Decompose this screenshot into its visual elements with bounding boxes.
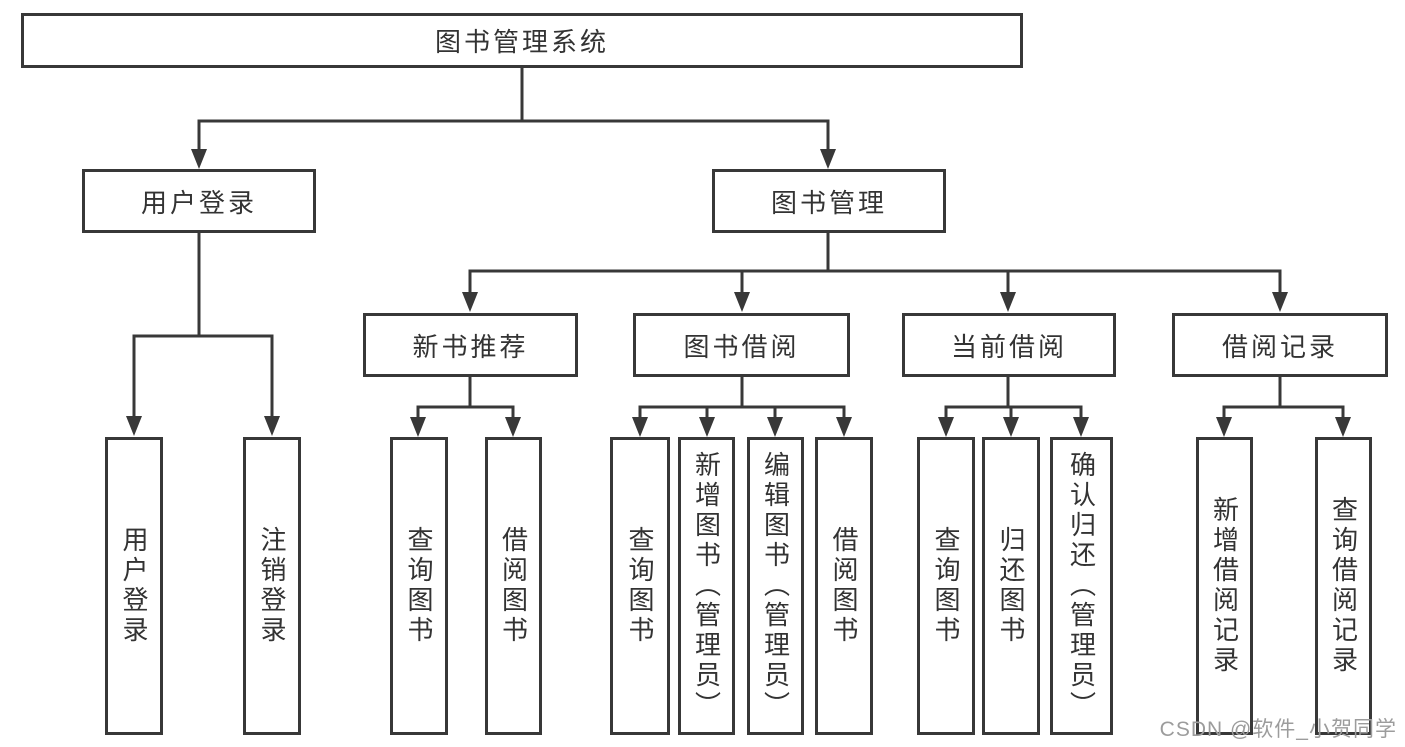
node-book-borrowing-label: 图书借阅: [683, 331, 800, 362]
leaf-borrowing-query-books: 查询图书: [610, 437, 670, 735]
leaf-records-add-record-label: 新增借阅记录: [1209, 496, 1240, 676]
leaf-current-confirm-return-label: 确认归还（管理员）: [1066, 451, 1097, 721]
node-current-borrowing: 当前借阅: [902, 313, 1116, 377]
leaf-borrowing-query-books-label: 查询图书: [625, 526, 655, 646]
node-book-management: 图书管理: [712, 169, 946, 233]
leaf-records-query-record-label: 查询借阅记录: [1328, 496, 1359, 676]
node-current-borrowing-label: 当前借阅: [950, 331, 1067, 362]
leaf-borrowing-edit-books-label: 编辑图书（管理员）: [760, 451, 791, 721]
csdn-watermark: CSDN @软件_小贺同学: [1159, 718, 1397, 741]
leaf-recommend-borrow-books: 借阅图书: [485, 437, 542, 735]
leaf-current-return-books: 归还图书: [982, 437, 1040, 735]
node-root-label: 图书管理系统: [434, 27, 609, 57]
leaf-current-return-books-label: 归还图书: [996, 526, 1026, 646]
node-book-borrowing: 图书借阅: [633, 313, 850, 377]
leaf-current-confirm-return: 确认归还（管理员）: [1050, 437, 1113, 735]
leaf-logout-label: 注销登录: [257, 526, 287, 646]
node-new-book-recommend-label: 新书推荐: [412, 331, 529, 362]
node-borrowing-records: 借阅记录: [1172, 313, 1388, 377]
leaf-recommend-query-books-label: 查询图书: [404, 526, 434, 646]
node-root: 图书管理系统: [21, 13, 1023, 68]
leaf-records-add-record: 新增借阅记录: [1196, 437, 1253, 735]
leaf-user-login: 用户登录: [105, 437, 163, 735]
leaf-current-query-books-label: 查询图书: [931, 526, 961, 646]
leaf-records-query-record: 查询借阅记录: [1315, 437, 1372, 735]
node-user-login: 用户登录: [82, 169, 316, 233]
leaf-borrowing-add-books-label: 新增图书（管理员）: [691, 451, 722, 721]
node-new-book-recommend: 新书推荐: [363, 313, 578, 377]
leaf-recommend-query-books: 查询图书: [390, 437, 448, 735]
leaf-borrowing-borrow-books: 借阅图书: [815, 437, 873, 735]
leaf-borrowing-add-books: 新增图书（管理员）: [678, 437, 735, 735]
node-borrowing-records-label: 借阅记录: [1221, 331, 1338, 362]
leaf-borrowing-edit-books: 编辑图书（管理员）: [747, 437, 804, 735]
node-user-login-label: 用户登录: [140, 187, 257, 218]
leaf-logout: 注销登录: [243, 437, 301, 735]
leaf-recommend-borrow-books-label: 借阅图书: [498, 526, 529, 646]
leaf-borrowing-borrow-books-label: 借阅图书: [829, 526, 859, 646]
leaf-user-login-label: 用户登录: [119, 526, 149, 646]
node-book-management-label: 图书管理: [770, 187, 887, 218]
leaf-current-query-books: 查询图书: [917, 437, 975, 735]
